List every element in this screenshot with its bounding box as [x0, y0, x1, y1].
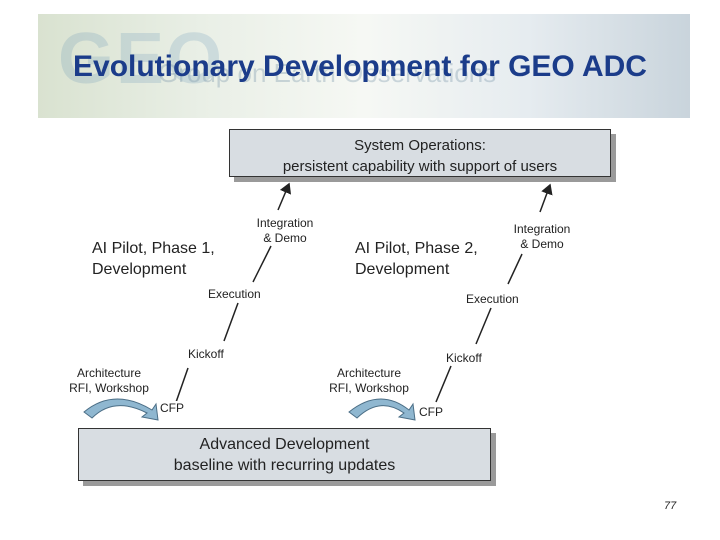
phase2-architecture-line1: Architecture [336, 366, 402, 380]
phase2-name: AI Pilot, Phase 2, Development [355, 238, 478, 280]
phase1-integration-line1: Integration [256, 216, 314, 230]
phase1-name: AI Pilot, Phase 1, Development [92, 238, 215, 280]
phase1-integration-to-sysops-arrow [277, 182, 292, 211]
phase2-architecture-label: Architecture RFI, Workshop [316, 366, 422, 396]
phase2-kickoff-to-execution-line [475, 307, 492, 345]
advanced-development-line2: baseline with recurring updates [173, 457, 396, 474]
banner-watermark-text: Group on Earth Observations [158, 58, 497, 88]
phase1-name-line2: Development [92, 261, 187, 278]
phase1-integration-line2: & Demo [263, 231, 307, 245]
header-banner: GEO Group on Earth Observations [38, 14, 690, 118]
phase1-curved-arrow-icon [83, 398, 159, 421]
phase2-architecture-line2: RFI, Workshop [329, 381, 409, 395]
phase2-cfp-label: CFP [419, 405, 443, 420]
phase1-execution-label: Execution [208, 287, 261, 301]
phase2-integration-line1: Integration [513, 222, 571, 236]
phase1-execution-to-integration-line [252, 245, 272, 283]
phase1-architecture-line1: Architecture [76, 366, 142, 380]
phase2-integration-line2: & Demo [520, 237, 564, 251]
slide-title: Evolutionary Development for GEO ADC [73, 50, 647, 83]
page-number: 77 [664, 500, 677, 512]
phase2-integration-label: Integration & Demo [502, 222, 582, 252]
phase1-cfp-label: CFP [160, 401, 184, 416]
phase2-execution-label: Execution [466, 292, 519, 306]
phase2-integration-to-sysops-arrow [539, 183, 553, 213]
geo-logo-watermark: GEO [58, 19, 225, 99]
phase1-architecture-line2: RFI, Workshop [69, 381, 149, 395]
phase2-name-line2: Development [355, 261, 450, 278]
phase1-architecture-label: Architecture RFI, Workshop [56, 366, 162, 396]
phase2-name-line1: AI Pilot, Phase 2, [355, 240, 478, 257]
system-operations-line2: persistent capability with support of us… [282, 158, 558, 175]
system-operations-line1: System Operations: [354, 137, 486, 154]
advanced-development-line1: Advanced Development [199, 436, 370, 453]
phase1-integration-label: Integration & Demo [245, 216, 325, 246]
phase2-kickoff-label: Kickoff [446, 351, 482, 365]
system-operations-box: System Operations: persistent capability… [229, 129, 611, 177]
phase2-cfp-to-kickoff-line [435, 365, 452, 403]
phase2-execution-to-integration-line [507, 253, 523, 285]
phase1-kickoff-label: Kickoff [188, 347, 224, 361]
advanced-development-box: Advanced Development baseline with recur… [78, 428, 491, 481]
phase1-kickoff-to-execution-line [223, 302, 239, 342]
phase2-curved-arrow-icon [348, 398, 416, 421]
phase1-name-line1: AI Pilot, Phase 1, [92, 240, 215, 257]
